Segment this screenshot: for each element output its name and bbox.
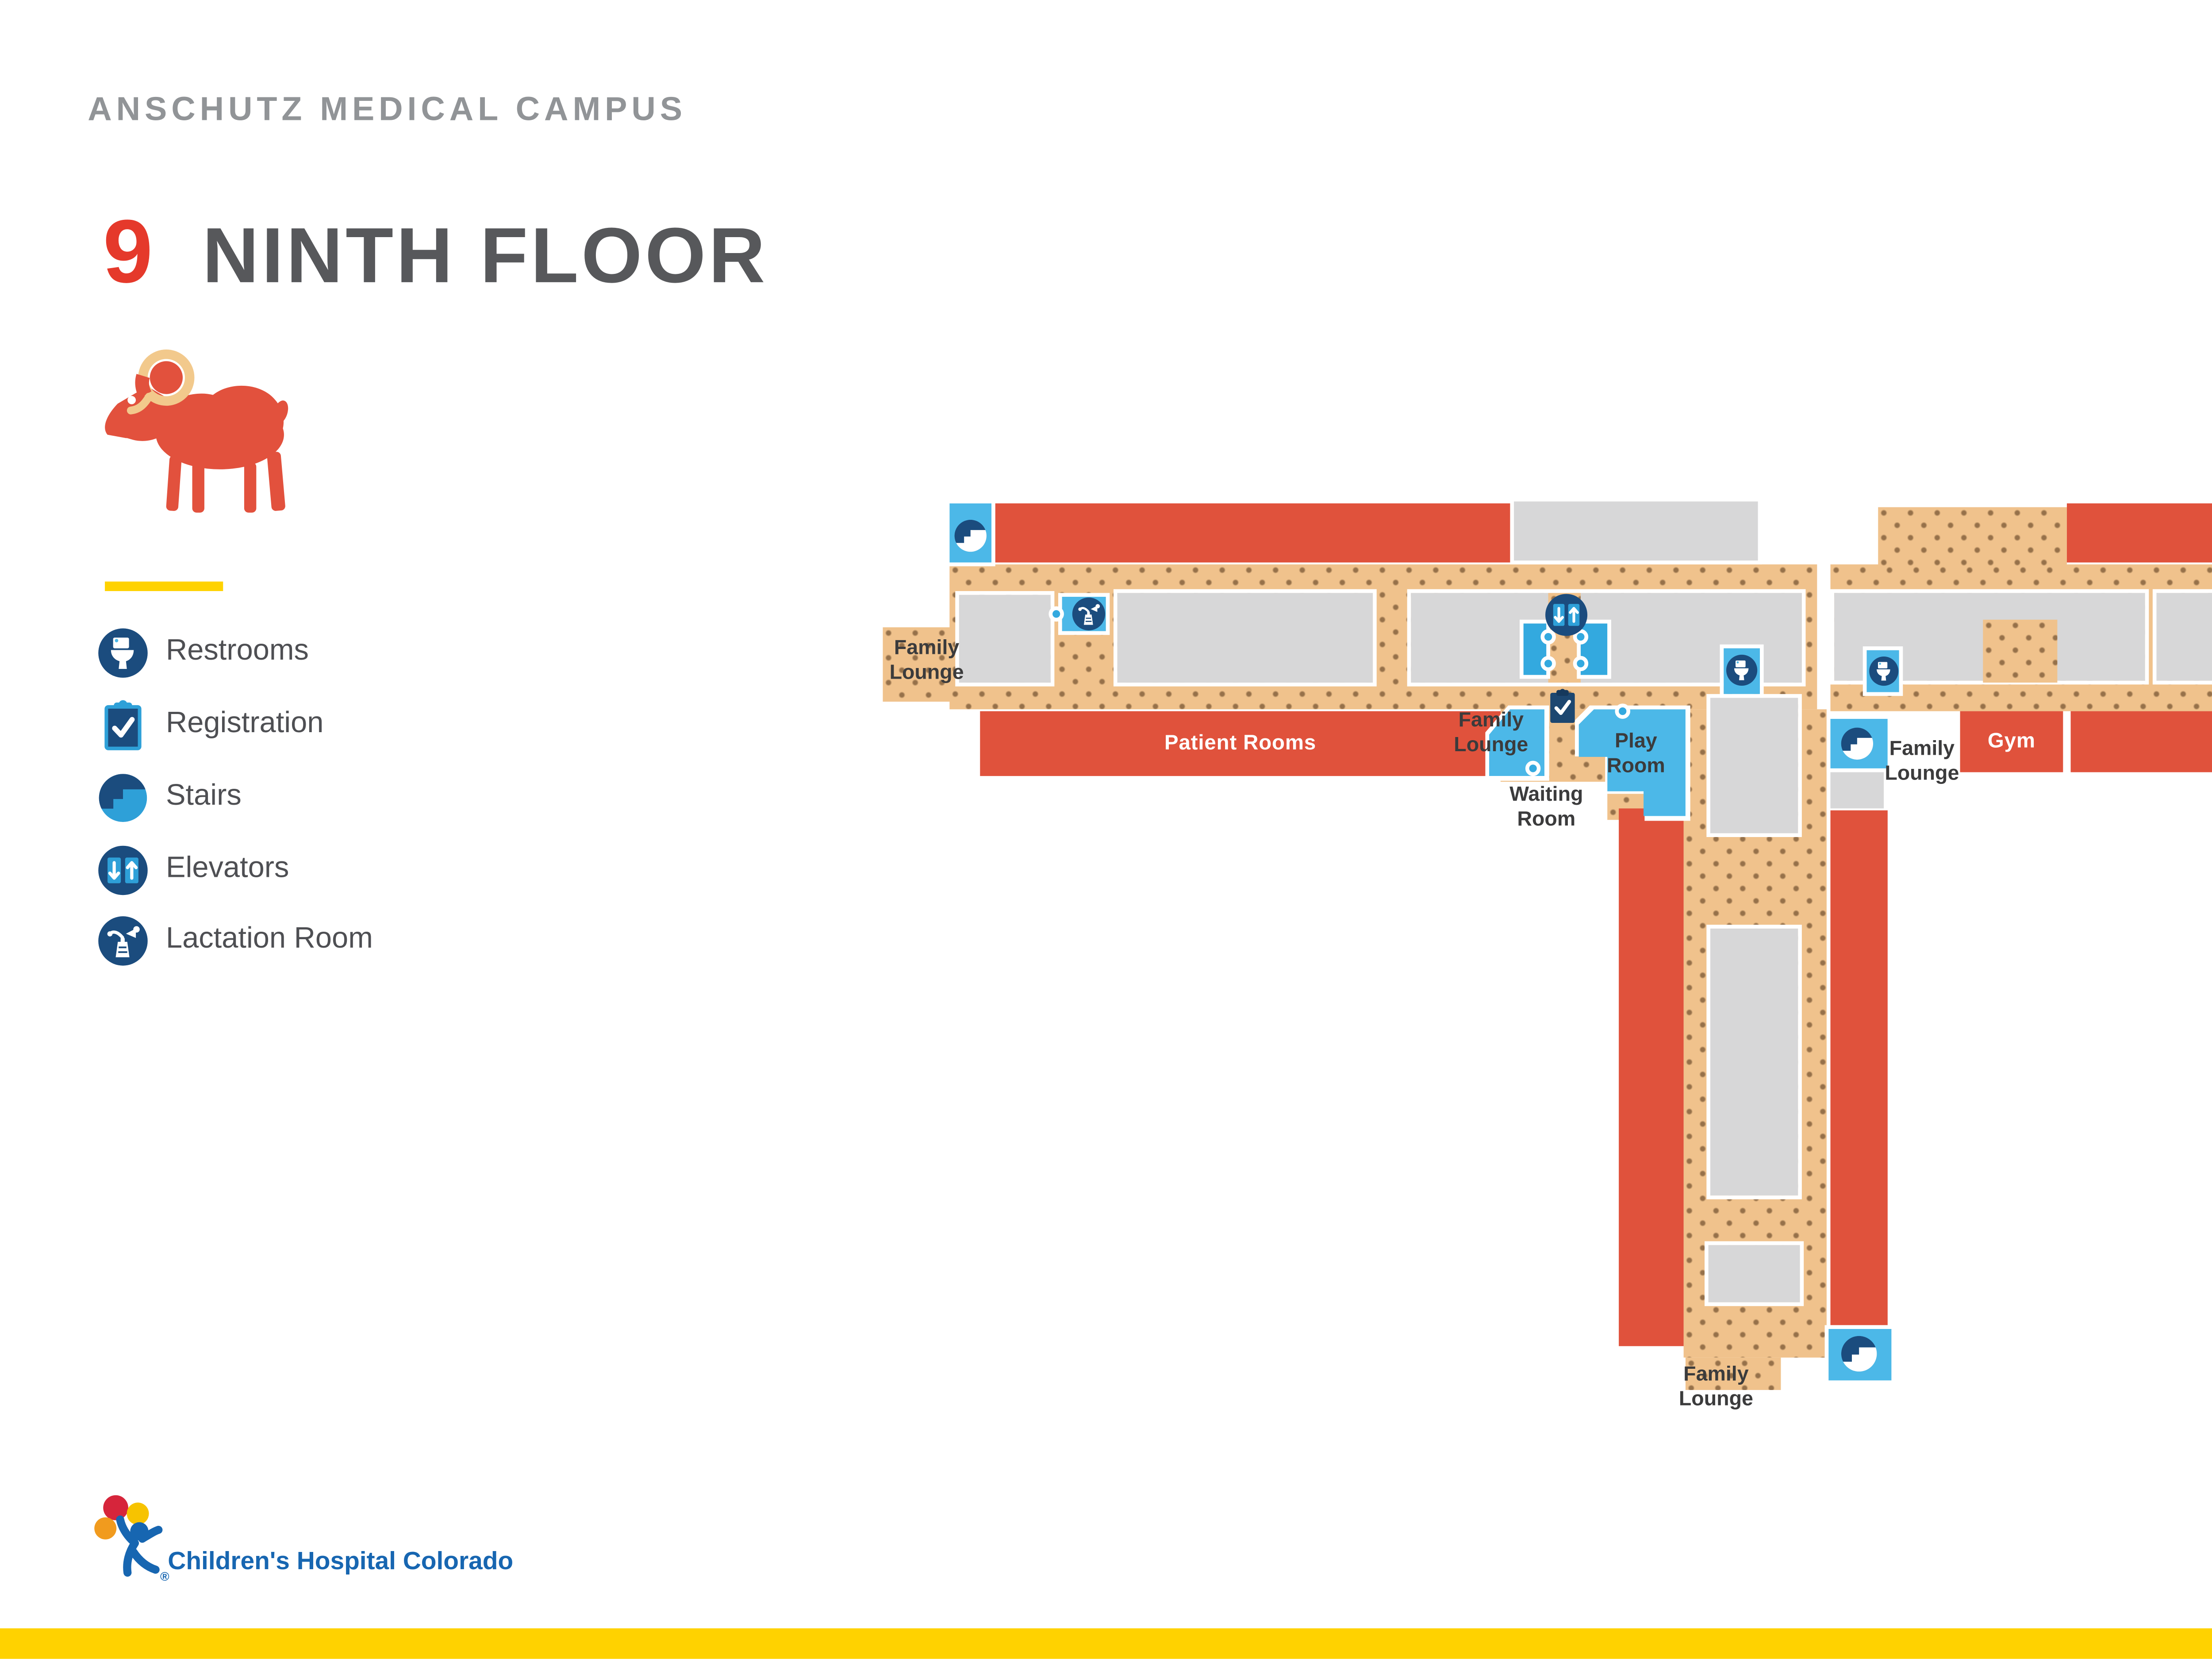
- door-marker: [1573, 656, 1589, 672]
- door-marker: [1540, 656, 1556, 672]
- children-figure-balloons-icon: [94, 1495, 163, 1577]
- stairs-icon: [1840, 1335, 1878, 1373]
- floor-title-row: 9 NINTH FLOOR: [103, 206, 768, 296]
- gym-area: Gym: [1960, 711, 2063, 772]
- logo-lockup: Children's Hospital Colorado: [168, 1544, 513, 1575]
- campus-title: ANSCHUTZ MEDICAL CAMPUS: [88, 89, 687, 128]
- lactation-room-icon: [1071, 597, 1106, 631]
- area-label: Family Lounge: [1454, 709, 1528, 757]
- patient-rooms-area-west-top: [993, 503, 1510, 563]
- page-title: NINTH FLOOR: [202, 211, 768, 300]
- corridor-west-notch: [883, 627, 952, 702]
- area-label: Patient Rooms: [1164, 732, 1317, 755]
- patient-rooms-area-south-west: [1619, 808, 1684, 1346]
- room-east-small: [1826, 766, 1888, 813]
- patient-rooms-area-west: Patient Rooms: [980, 711, 1501, 776]
- play-room-label: Play Room: [1590, 728, 1682, 782]
- footer-accent-bar: [0, 1628, 2212, 1659]
- legend-label: Lactation Room: [165, 922, 373, 956]
- logo-text: Children's Hospital Colorado: [168, 1545, 514, 1574]
- legend-item-registration: Registration: [95, 698, 323, 751]
- legend-item-elevators: Elevators: [95, 843, 289, 896]
- family-lounge-label-east-inner: Family Lounge: [1872, 736, 1971, 790]
- area-label: Family Lounge: [1678, 1363, 1753, 1411]
- waiting-room-label: Waiting Room: [1479, 780, 1613, 837]
- area-label: Family Lounge: [1885, 738, 1959, 786]
- stairs-icon: [953, 518, 988, 553]
- legend-item-lactation-room: Lactation Room: [95, 913, 373, 967]
- room-west-a: [955, 591, 1055, 687]
- area-label: Gym: [1987, 730, 2035, 753]
- room-east-b: [2152, 589, 2212, 685]
- room-south-b: [1706, 925, 1802, 1199]
- door-marker: [1048, 606, 1064, 622]
- legend-label: Registration: [165, 707, 324, 740]
- room-west-b: [1113, 589, 1377, 687]
- legend-item-restrooms: Restrooms: [95, 626, 309, 679]
- room-west-top: [1510, 497, 1762, 565]
- ram-icon: [105, 349, 288, 513]
- door-marker: [1525, 760, 1541, 776]
- restrooms-icon: [1724, 653, 1757, 685]
- accent-underline: [105, 581, 223, 591]
- area-label: Family Lounge: [889, 637, 964, 685]
- family-lounge-label-west: Family Lounge: [873, 633, 980, 690]
- floor-number: 9: [103, 200, 153, 301]
- corridor-west-wing: [949, 564, 1817, 710]
- room-south-c: [1705, 1241, 1804, 1306]
- corridor-south-tab: [1685, 1357, 1781, 1390]
- restrooms-icon: [1869, 656, 1899, 687]
- patient-rooms-area-east: Patient Rooms: [2070, 711, 2212, 772]
- corridor-east-notch: [1983, 619, 2058, 683]
- family-lounge-label-south: Family Lounge: [1655, 1356, 1777, 1421]
- registered-trademark: ®: [160, 1571, 169, 1585]
- door-marker: [1615, 703, 1630, 719]
- family-lounge-label-center: Family Lounge: [1440, 707, 1543, 761]
- stairs-icon: [1840, 726, 1874, 761]
- patient-rooms-area-east-top: Patient Rooms: [2066, 503, 2212, 563]
- legend-item-stairs: Stairs: [95, 770, 242, 824]
- door-marker: [1540, 629, 1556, 645]
- corridor-east-upper-block: [1878, 507, 2067, 567]
- area-label: Play Room: [1606, 730, 1665, 778]
- legend-label: Restrooms: [165, 635, 309, 668]
- legend-label: Stairs: [165, 780, 242, 813]
- elevators-icon: [1544, 592, 1587, 636]
- area-label: Waiting Room: [1509, 783, 1583, 832]
- legend-label: Elevators: [165, 852, 289, 885]
- patient-rooms-area-south-east: [1830, 810, 1888, 1325]
- registration-icon: [1548, 688, 1577, 725]
- room-south-a: [1706, 694, 1802, 837]
